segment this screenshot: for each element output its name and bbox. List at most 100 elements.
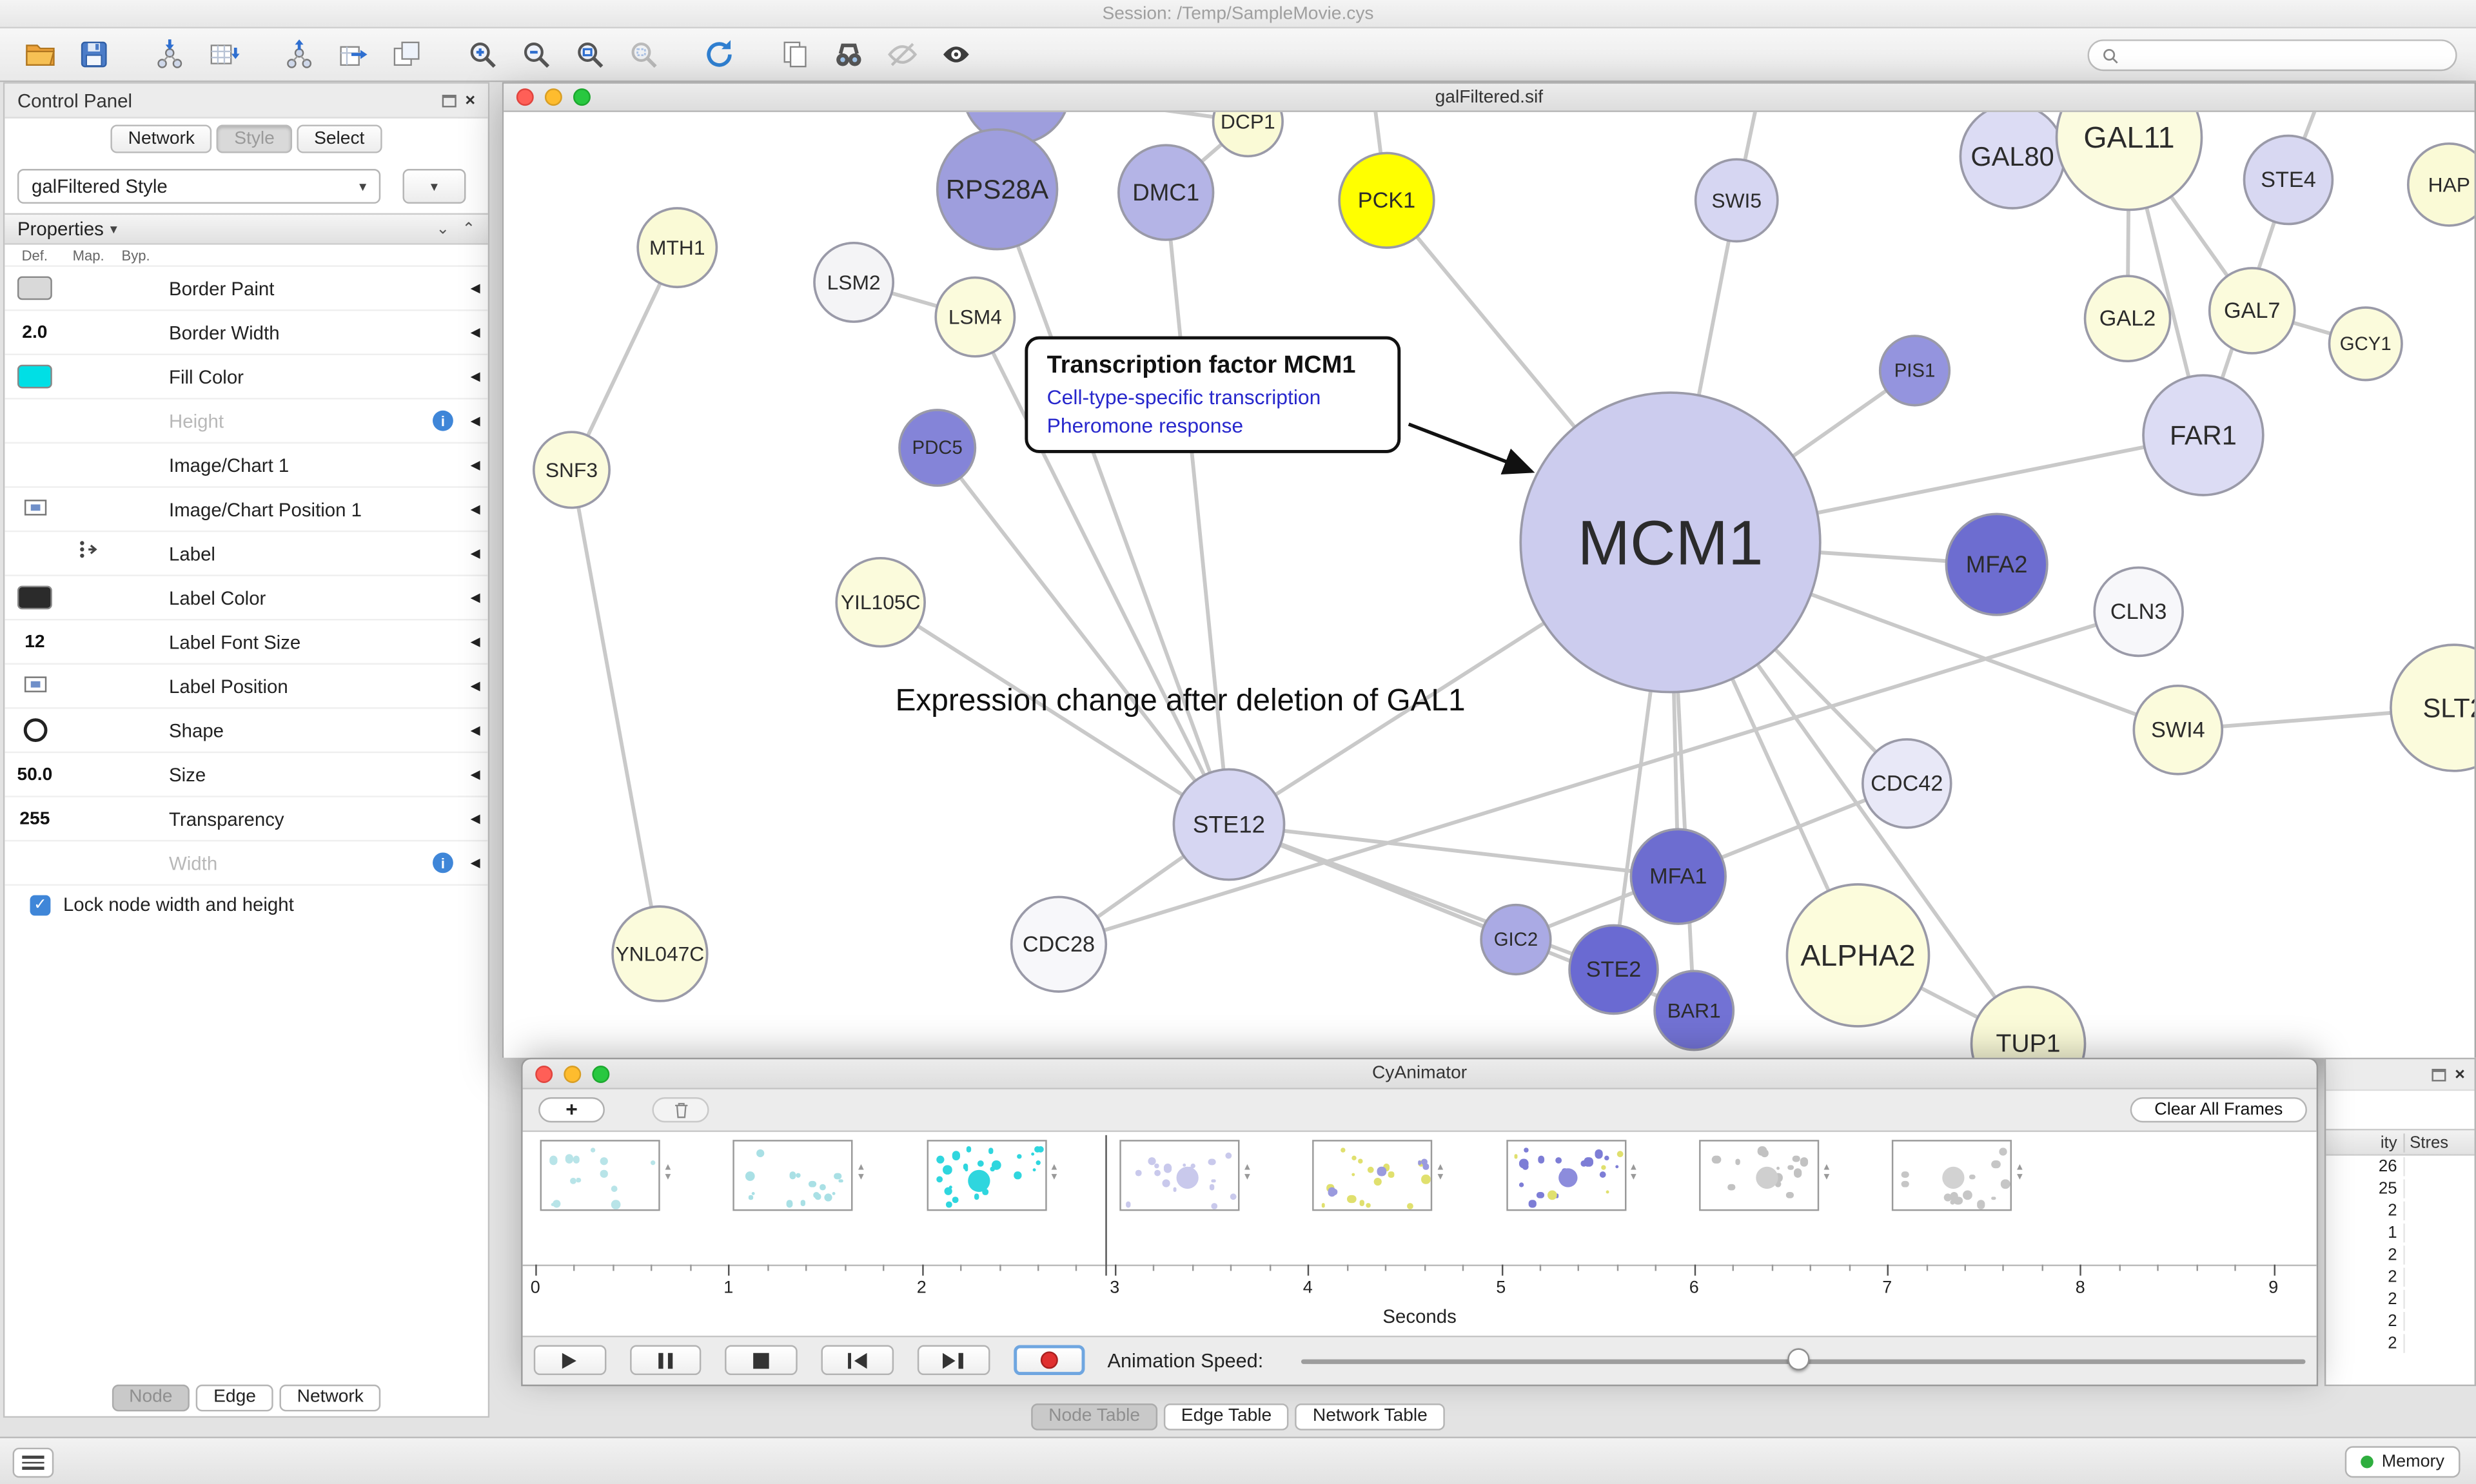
global-search[interactable] — [2087, 39, 2457, 72]
zoom-in-icon[interactable] — [458, 34, 505, 75]
frame-reorder-icon[interactable]: ▲▼ — [1435, 1163, 1446, 1183]
expand-row-icon[interactable]: ◀ — [470, 458, 480, 473]
property-row-label-color[interactable]: Label Color◀ — [5, 576, 488, 621]
step-back-button[interactable] — [821, 1345, 894, 1376]
property-row-shape[interactable]: Shape◀ — [5, 709, 488, 754]
node-CDC28[interactable] — [1010, 895, 1108, 993]
float-panel-icon[interactable] — [441, 93, 456, 107]
table-row[interactable]: 2 — [2326, 1311, 2474, 1333]
add-frame-button[interactable]: + — [538, 1097, 605, 1123]
frame-thumbnail-0[interactable] — [540, 1140, 660, 1211]
show-all-icon[interactable] — [932, 34, 979, 75]
frame-thumbnail-6[interactable] — [1698, 1140, 1819, 1211]
node-MCM1[interactable] — [1519, 391, 1822, 694]
frame-reorder-icon[interactable]: ▲▼ — [1629, 1163, 1638, 1183]
pause-button[interactable] — [629, 1345, 702, 1376]
info-icon[interactable]: i — [433, 410, 453, 431]
tab-network[interactable]: Network — [110, 124, 212, 153]
lock-size-checkbox[interactable]: ✓ — [30, 894, 51, 915]
table-row[interactable]: 25 — [2326, 1178, 2474, 1200]
frame-reorder-icon[interactable]: ▲▼ — [856, 1163, 866, 1183]
stop-button[interactable] — [725, 1345, 798, 1376]
property-row-label[interactable]: Label◀ — [5, 532, 488, 576]
frame-reorder-icon[interactable]: ▲▼ — [2015, 1163, 2025, 1183]
frame-reorder-icon[interactable]: ▲▼ — [663, 1163, 673, 1183]
maximize-window-icon[interactable] — [573, 88, 591, 106]
expand-row-icon[interactable]: ◀ — [470, 767, 480, 782]
tab-node[interactable]: Node — [112, 1384, 190, 1412]
property-row-image-chart-1[interactable]: Image/Chart 1◀ — [5, 444, 488, 488]
node-GIC2[interactable] — [1480, 903, 1552, 976]
node-RPS28A[interactable] — [936, 128, 1059, 251]
node-DCP1[interactable] — [1212, 112, 1284, 158]
import-network-icon[interactable] — [145, 34, 192, 75]
mcm1-annotation[interactable]: Transcription factor MCM1 Cell-type-spec… — [1025, 336, 1401, 453]
node-ALPHA2[interactable] — [1785, 883, 1931, 1028]
node-SNF3[interactable] — [532, 431, 611, 509]
info-icon[interactable]: i — [433, 852, 453, 874]
style-selector[interactable]: galFiltered Style ▾ — [17, 169, 381, 204]
table-row[interactable]: 26 — [2326, 1156, 2474, 1178]
frame-reorder-icon[interactable]: ▲▼ — [1243, 1163, 1252, 1183]
zoom-out-icon[interactable] — [511, 34, 558, 75]
property-row-label-position[interactable]: Label Position◀ — [5, 665, 488, 709]
expand-row-icon[interactable]: ◀ — [470, 413, 480, 428]
tab-node-table[interactable]: Node Table — [1031, 1403, 1158, 1430]
node-LSM2[interactable] — [813, 241, 895, 323]
expand-all-icon[interactable]: ⌃ — [462, 220, 476, 238]
find-icon[interactable] — [824, 34, 871, 75]
delete-frame-button[interactable] — [652, 1097, 709, 1123]
node-HAP[interactable] — [2406, 142, 2475, 227]
play-button[interactable] — [533, 1345, 606, 1376]
table-row[interactable]: 1 — [2326, 1222, 2474, 1244]
table-row[interactable]: 2 — [2326, 1333, 2474, 1354]
zoom-fit-icon[interactable] — [565, 34, 613, 75]
import-table-icon[interactable] — [199, 34, 246, 75]
expand-row-icon[interactable]: ◀ — [470, 369, 480, 384]
expand-row-icon[interactable]: ◀ — [470, 325, 480, 340]
property-row-border-paint[interactable]: Border Paint◀ — [5, 267, 488, 311]
record-button[interactable] — [1013, 1345, 1086, 1376]
refresh-layout-icon[interactable] — [695, 34, 742, 75]
frame-thumbnail-2[interactable] — [926, 1140, 1046, 1211]
tab-select[interactable]: Select — [297, 124, 382, 153]
timeline-playhead[interactable] — [1105, 1135, 1108, 1276]
lock-size-row[interactable]: ✓ Lock node width and height — [5, 886, 487, 924]
node-STE12[interactable] — [1172, 768, 1286, 881]
frame-reorder-icon[interactable]: ▲▼ — [1822, 1163, 1832, 1183]
tab-network[interactable]: Network — [279, 1384, 381, 1412]
frame-thumbnail-7[interactable] — [1892, 1140, 2012, 1211]
open-session-icon[interactable] — [15, 34, 63, 75]
node-SWI4[interactable] — [2132, 684, 2224, 776]
expand-row-icon[interactable]: ◀ — [470, 590, 480, 605]
node-SLT2[interactable] — [2390, 643, 2475, 772]
export-table-icon[interactable] — [328, 34, 375, 75]
tab-style[interactable]: Style — [217, 124, 292, 153]
frame-thumbnail-5[interactable] — [1506, 1140, 1626, 1211]
close-window-icon[interactable] — [535, 1064, 553, 1082]
node-PCK1[interactable] — [1338, 151, 1435, 249]
property-row-image-chart-position-1[interactable]: Image/Chart Position 1◀ — [5, 488, 488, 532]
expand-row-icon[interactable]: ◀ — [470, 679, 480, 694]
table-row[interactable]: 2 — [2326, 1200, 2474, 1222]
column-header-radiality[interactable]: ity — [2326, 1133, 2405, 1152]
node-MTH1[interactable] — [636, 207, 718, 289]
node-PDC5[interactable] — [898, 409, 977, 487]
maximize-window-icon[interactable] — [592, 1064, 610, 1082]
property-row-fill-color[interactable]: Fill Color◀ — [5, 355, 488, 400]
table-row[interactable]: 2 — [2326, 1288, 2474, 1310]
node-GCY1[interactable] — [2328, 306, 2403, 382]
frame-reorder-icon[interactable]: ▲▼ — [1049, 1163, 1059, 1183]
node-STE4[interactable] — [2243, 134, 2334, 226]
expand-row-icon[interactable]: ◀ — [470, 811, 480, 826]
minimize-window-icon[interactable] — [544, 88, 562, 106]
frame-thumbnail-3[interactable] — [1119, 1140, 1240, 1211]
minimize-window-icon[interactable] — [564, 1064, 582, 1082]
export-network-icon[interactable] — [275, 34, 322, 75]
node-PIS1[interactable] — [1878, 335, 1951, 407]
